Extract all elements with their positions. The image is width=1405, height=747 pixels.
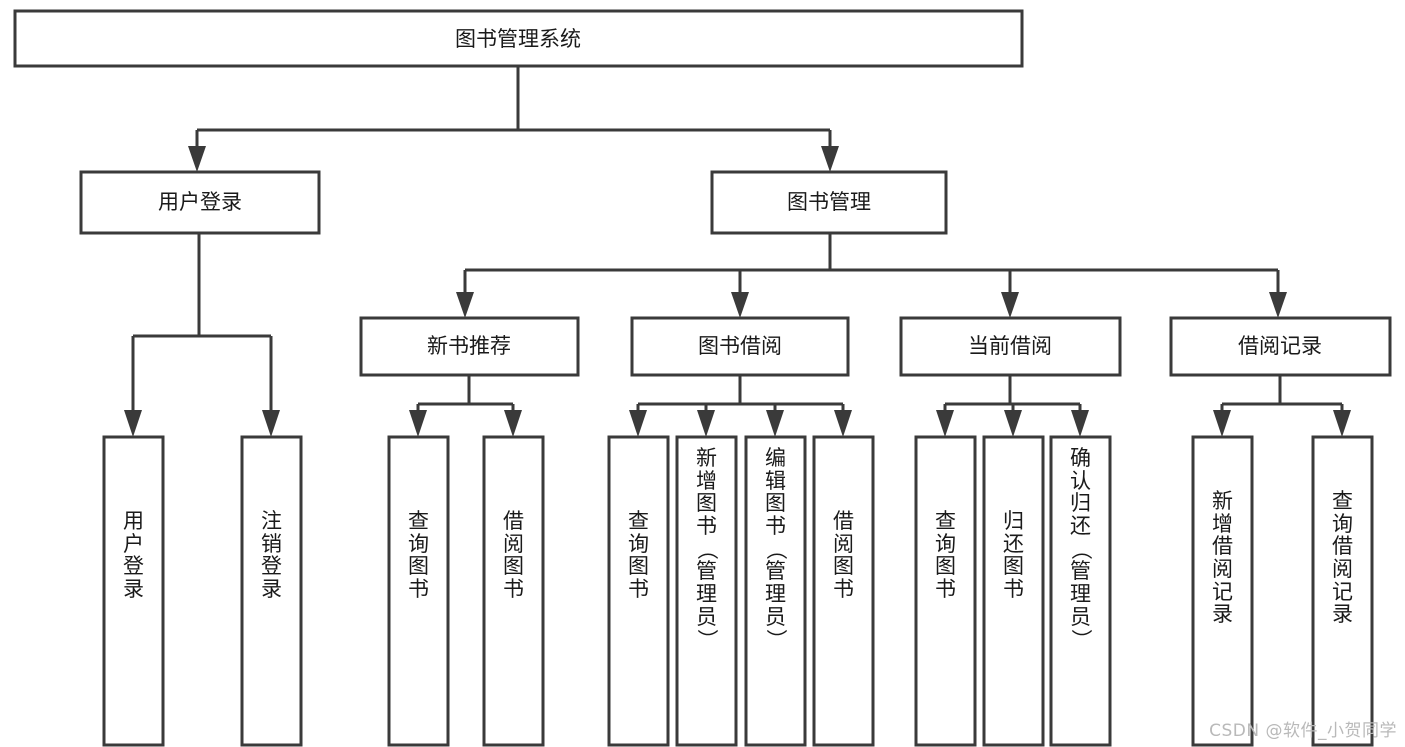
arrow-current-borrow-leaf-3 <box>1071 410 1089 437</box>
connector-group-root <box>188 66 839 172</box>
arrow-book-borrow-leaf-1 <box>629 410 647 437</box>
node-borrow-record[interactable]: 借阅记录 <box>1169 316 1392 377</box>
node-book-borrow-label: 图书借阅 <box>698 334 782 358</box>
leaf-box-user-login-1[interactable] <box>102 435 165 747</box>
connector-group-borrow-record <box>1213 375 1351 437</box>
arrow-new-book-leaf-1 <box>409 410 427 437</box>
node-new-book-recommend-box[interactable] <box>359 316 580 377</box>
leaf-box-borrow-record-2[interactable] <box>1311 435 1374 747</box>
leaf-box-current-borrow-3[interactable] <box>1049 435 1112 747</box>
leaf-box-book-borrow-4[interactable] <box>812 435 875 747</box>
arrow-book-borrow-leaf-2 <box>697 410 715 437</box>
node-user-login-label: 用户登录 <box>158 190 242 214</box>
leaf-box-borrow-record-1[interactable] <box>1191 435 1254 747</box>
connector-group-book-borrow <box>629 375 852 437</box>
arrow-new-book-leaf-2 <box>504 410 522 437</box>
arrow-book-borrow-leaf-4 <box>834 410 852 437</box>
arrow-user-login-leaf-2 <box>262 410 280 437</box>
node-current-borrow-label: 当前借阅 <box>968 334 1052 358</box>
arrow-root-to-user-login <box>188 146 206 172</box>
leaf-box-book-borrow-1[interactable] <box>607 435 670 747</box>
node-user-login[interactable]: 用户登录 <box>79 170 321 235</box>
node-root-system-label: 图书管理系统 <box>455 27 581 51</box>
node-book-management[interactable]: 图书管理 <box>710 170 948 235</box>
arrow-current-borrow-leaf-1 <box>936 410 954 437</box>
arrow-borrow-record-leaf-1 <box>1213 410 1231 437</box>
node-book-management-label: 图书管理 <box>787 190 871 214</box>
connector-group-user-login <box>124 233 280 437</box>
leaf-box-new-book-1[interactable] <box>387 435 450 747</box>
arrow-to-current-borrow <box>1001 292 1019 318</box>
leaf-box-new-book-2[interactable] <box>482 435 545 747</box>
connector-group-book-mgmt <box>456 233 1287 318</box>
leaf-box-user-login-2[interactable] <box>240 435 303 747</box>
node-book-borrow[interactable]: 图书借阅 <box>630 316 850 377</box>
leaf-box-current-borrow-2[interactable] <box>982 435 1045 747</box>
arrow-to-borrow-record <box>1269 292 1287 318</box>
leaf-box-book-borrow-2[interactable] <box>675 435 738 747</box>
node-new-book-recommend[interactable]: 新书推荐 <box>359 316 580 377</box>
arrow-book-borrow-leaf-3 <box>766 410 784 437</box>
node-current-borrow-box[interactable] <box>899 316 1122 377</box>
arrow-to-new-book <box>456 292 474 318</box>
node-current-borrow[interactable]: 当前借阅 <box>899 316 1122 377</box>
arrow-current-borrow-leaf-2 <box>1004 410 1022 437</box>
leaf-box-book-borrow-3[interactable] <box>744 435 807 747</box>
arrow-to-book-borrow <box>731 292 749 318</box>
node-book-borrow-box[interactable] <box>630 316 850 377</box>
node-borrow-record-label: 借阅记录 <box>1238 334 1322 358</box>
node-borrow-record-box[interactable] <box>1169 316 1392 377</box>
arrow-user-login-leaf-1 <box>124 410 142 437</box>
leaf-box-current-borrow-1[interactable] <box>914 435 977 747</box>
node-root-system-box[interactable] <box>13 9 1024 68</box>
node-root-system[interactable]: 图书管理系统 <box>13 9 1024 68</box>
arrow-root-to-book-mgmt <box>821 146 839 172</box>
arrow-borrow-record-leaf-2 <box>1333 410 1351 437</box>
connector-group-current-borrow <box>936 375 1089 437</box>
node-user-login-box[interactable] <box>79 170 321 235</box>
csdn-watermark: CSDN @软件_小贺同学 <box>1209 721 1397 741</box>
node-new-book-recommend-label: 新书推荐 <box>427 334 511 358</box>
node-book-management-box[interactable] <box>710 170 948 235</box>
connector-group-new-book <box>409 375 522 437</box>
